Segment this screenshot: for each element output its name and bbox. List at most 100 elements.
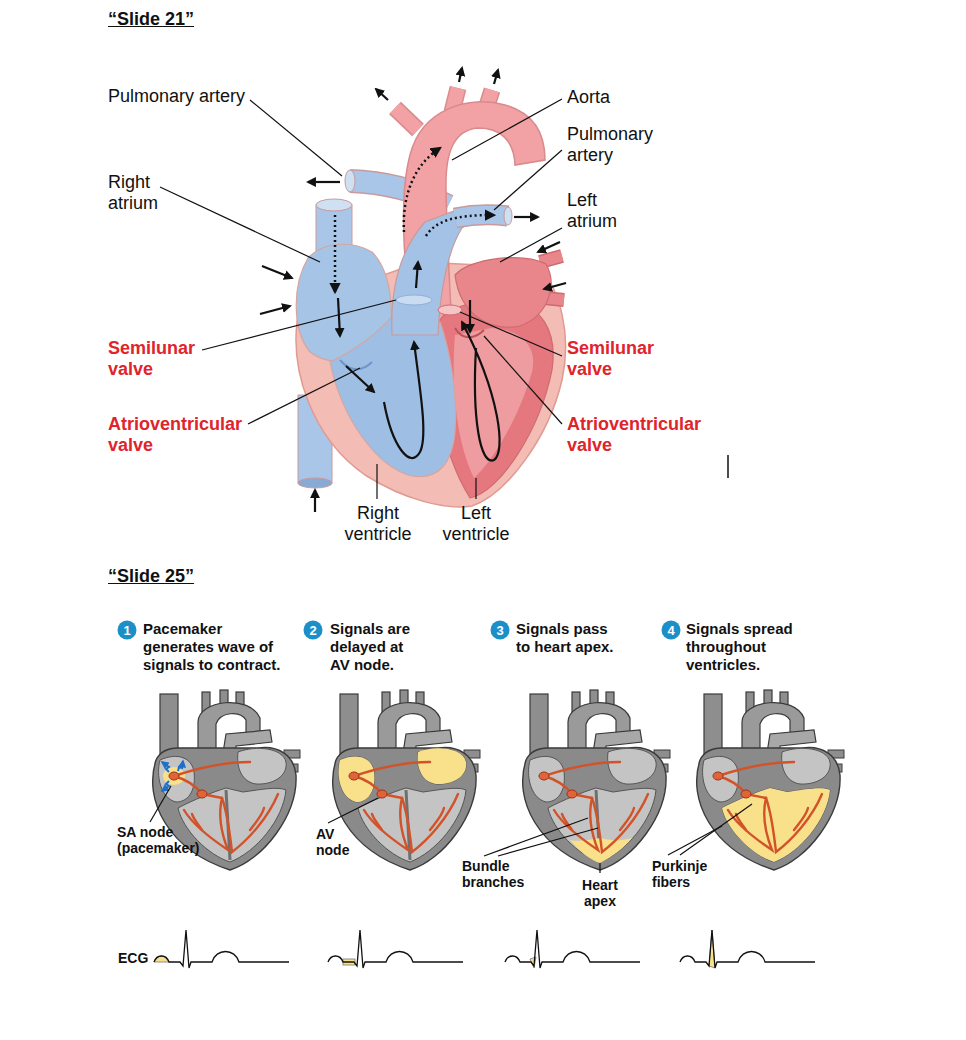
- signal-arrow: [178, 761, 183, 771]
- step-caption: Signals are delayed at AV node.: [330, 620, 420, 674]
- leader-line: [328, 798, 378, 823]
- callout-number: 2: [304, 621, 323, 640]
- ecg-trace: [328, 930, 463, 968]
- step-caption: Signals pass to heart apex.: [516, 620, 618, 656]
- valve-label: Atrioventricular valve: [108, 414, 260, 455]
- ecg: [154, 930, 289, 968]
- leader-line: [494, 150, 562, 210]
- callout-circle: [491, 621, 510, 640]
- callout-circle: [304, 621, 323, 640]
- leader-line: [475, 478, 476, 499]
- part-label: Right ventricle: [332, 503, 424, 544]
- part-label: AV node: [316, 826, 361, 858]
- slide-heading: “Slide 25”: [108, 566, 238, 587]
- ecg-trace: [505, 930, 640, 968]
- leader-line: [202, 300, 396, 350]
- signal-arrow: [162, 761, 183, 791]
- leader-line: [160, 187, 320, 262]
- part-label: Pulmonary artery: [108, 86, 278, 107]
- step-caption: Pacemaker generates wave of signals to c…: [143, 620, 285, 674]
- valve-label: Semilunar valve: [108, 338, 220, 379]
- signal-highlight: [418, 748, 467, 784]
- part-label: SA node (pacemaker): [117, 824, 217, 856]
- leader-line: [376, 464, 377, 499]
- flow-arrow: [514, 216, 538, 218]
- axis-label: ECG: [118, 950, 158, 966]
- flow-arrow: [260, 68, 566, 512]
- flow-arrow: [416, 262, 418, 288]
- leader-line: [484, 818, 588, 856]
- callout-circle: [662, 621, 681, 640]
- flow-arrow: [260, 306, 290, 314]
- part-label: Left ventricle: [430, 503, 522, 544]
- flow-arrow: [494, 70, 498, 84]
- ecg-trace: [680, 930, 815, 968]
- leader-line: [452, 99, 562, 160]
- aortic-valve: [438, 305, 462, 315]
- flow-arrow: [262, 266, 292, 278]
- tricuspid-valve: [340, 360, 372, 369]
- leader-line: [599, 863, 600, 873]
- flow-arrow: [376, 89, 388, 100]
- pulmonary-vein: [540, 256, 562, 262]
- leader-line: [500, 228, 562, 262]
- callout-number: 1: [118, 621, 137, 640]
- part-label: Bundle branches: [462, 858, 542, 890]
- part-label: Aorta: [567, 87, 657, 108]
- ecg: [328, 930, 463, 968]
- part-label: Purkinje fibers: [652, 858, 727, 890]
- flow-arrow: [426, 215, 494, 236]
- conduction-system: [713, 762, 822, 852]
- flow-arrow: [346, 366, 374, 392]
- flow-arrow: [538, 242, 560, 252]
- conduction-heart: [333, 690, 480, 870]
- conduction-system: [169, 762, 278, 852]
- vessel-opening: [298, 478, 332, 488]
- flow-arrow: [544, 283, 566, 289]
- slide-heading: “Slide 21”: [108, 9, 238, 30]
- conduction-panel: [333, 690, 480, 870]
- flow-arrow: [308, 181, 340, 183]
- flow-arrow: [384, 342, 423, 458]
- conduction-system: [349, 762, 458, 852]
- part-label: Pulmonary artery: [567, 124, 672, 165]
- callout-number: 3: [491, 621, 510, 640]
- leader-line: [250, 100, 342, 176]
- leader-line: [460, 312, 562, 356]
- part-label: Heart apex: [570, 877, 630, 909]
- flow-arrow: [462, 322, 500, 461]
- pulmonary-valve: [396, 295, 432, 305]
- signal-arrow: [162, 762, 169, 772]
- ecg-trace: [154, 930, 289, 968]
- leader-line: [248, 368, 360, 424]
- aortic-branch: [395, 108, 418, 130]
- leader-line: [484, 336, 562, 424]
- leader-line: [160, 99, 562, 499]
- vessel-opening: [316, 199, 352, 211]
- vessel-opening: [504, 207, 512, 225]
- flow-arrow: [459, 68, 462, 82]
- flow-arrow: [314, 490, 316, 512]
- valve-label: Semilunar valve: [567, 338, 679, 379]
- leader-line: [498, 828, 598, 856]
- flow-arrow: [404, 148, 440, 232]
- ecg: [680, 930, 815, 968]
- aortic-branch: [395, 108, 418, 130]
- pulmonary-vein: [540, 256, 562, 262]
- vessel-opening: [345, 170, 355, 192]
- conduction-panel: [697, 690, 844, 870]
- ecg: [505, 930, 640, 968]
- part-label: Left atrium: [567, 190, 642, 231]
- callout-circle: [118, 621, 137, 640]
- heart-illustration: [160, 68, 728, 512]
- conduction-heart: [697, 690, 844, 870]
- step-caption: Signals spread throughout ventricles.: [686, 620, 806, 674]
- leader-line: [150, 786, 171, 822]
- flow-arrow: [338, 298, 340, 336]
- conduction-system: [539, 762, 648, 852]
- flow-arrow: [334, 215, 337, 292]
- valve-label: Atrioventricular valve: [567, 414, 719, 455]
- text-cursor: [727, 455, 729, 478]
